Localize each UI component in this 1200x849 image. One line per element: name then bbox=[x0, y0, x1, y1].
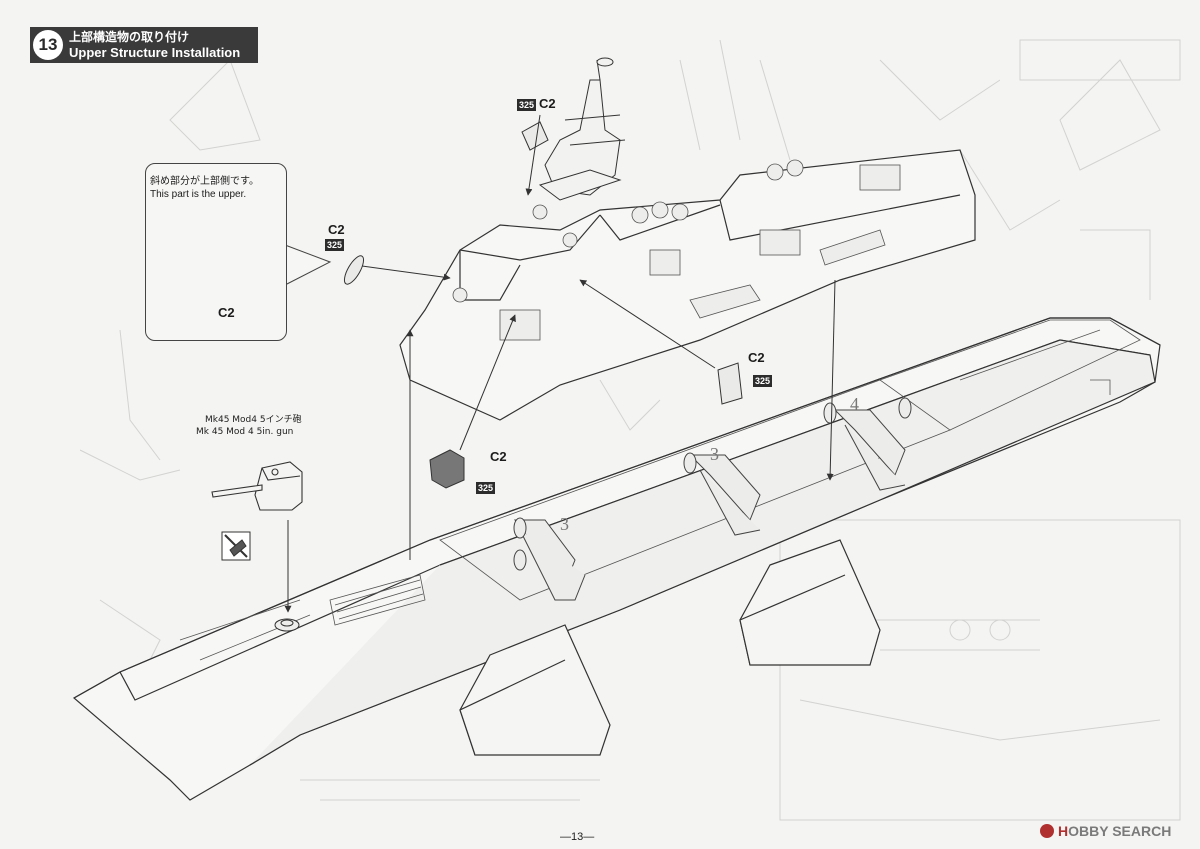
watermark-text: OBBY SEARCH bbox=[1068, 823, 1172, 839]
part-label-3: C2 bbox=[748, 350, 765, 365]
part-label-2: C2 bbox=[328, 222, 345, 237]
callout-text-english: This part is the upper. bbox=[150, 189, 247, 200]
step-titles: 上部構造物の取り付け Upper Structure Installation bbox=[69, 30, 240, 60]
part-label-4: C2 bbox=[490, 449, 507, 464]
paint-code-tag-2: 325 bbox=[325, 239, 345, 251]
page-number: —13— bbox=[560, 831, 595, 843]
step-title-japanese: 上部構造物の取り付け bbox=[69, 30, 190, 44]
hull-number-3: 4 bbox=[850, 394, 859, 414]
step-header: 13 上部構造物の取り付け Upper Structure Installati… bbox=[30, 27, 258, 63]
gun-turret bbox=[211, 461, 303, 511]
part-c2-c bbox=[717, 362, 743, 405]
hull-number-2: 3 bbox=[710, 444, 719, 464]
paint-code-tag-3: 325 bbox=[753, 375, 773, 387]
gun-label-japanese: Mk45 Mod4 5インチ砲 bbox=[205, 415, 302, 425]
no-glue-symbol bbox=[221, 531, 251, 561]
watermark: H OBBY SEARCH bbox=[1040, 823, 1171, 839]
step-number: 13 bbox=[33, 30, 63, 60]
watermark-logo-icon bbox=[1040, 824, 1054, 838]
part-c2-b bbox=[343, 255, 365, 285]
callout-text-japanese: 斜め部分が上部側です。 bbox=[150, 176, 259, 187]
hull-number-1: 3 bbox=[560, 514, 569, 534]
paint-code-tag-4: 325 bbox=[476, 482, 496, 494]
part-c2-d bbox=[429, 449, 465, 489]
part-label-1: C2 bbox=[539, 96, 556, 111]
mast bbox=[538, 57, 626, 201]
part-c2-a bbox=[521, 121, 549, 151]
gun-label-english: Mk 45 Mod 4 5in. gun bbox=[196, 427, 294, 437]
display-stands bbox=[459, 539, 881, 756]
watermark-prefix: H bbox=[1058, 823, 1069, 839]
callout-box bbox=[145, 163, 287, 341]
callout-part-label: C2 bbox=[218, 305, 235, 320]
paint-code-tag-1: 325 bbox=[517, 99, 537, 111]
step-title-english: Upper Structure Installation bbox=[69, 45, 241, 60]
